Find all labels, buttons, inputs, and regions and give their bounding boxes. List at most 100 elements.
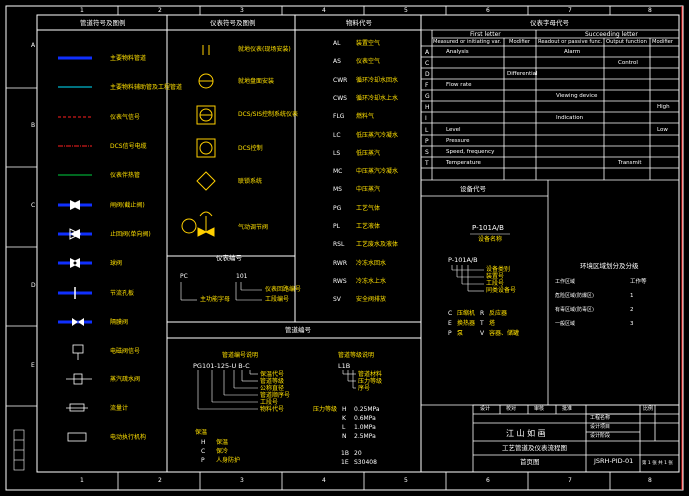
env-zone-1: 危险区域(防爆区) (555, 293, 594, 299)
equip-val-V: 容器、储罐 (489, 330, 520, 337)
material-code-3: CWS (333, 94, 347, 102)
instrument-dcs-label: DCS控制 (238, 145, 263, 152)
material-code-4: FLG (333, 113, 345, 121)
press-val-K: 0.6MPa (354, 415, 376, 422)
instrument-tag-title: 仪表编号 (216, 254, 242, 262)
letter-G: G (425, 93, 430, 100)
material-name-4: 燃料气 (356, 113, 375, 121)
letter-D-c2: Differential (507, 71, 538, 77)
legend-label-actuator: 电动执行机构 (110, 434, 147, 441)
press-val-L: 1.0MPa (354, 424, 376, 431)
subheader-modifier-2: Modifier (652, 39, 673, 45)
col-label-5: 5 (404, 7, 408, 14)
col-label-6b: 6 (486, 477, 490, 484)
tb-sheet: 第 1 张 共 1 张 (642, 461, 673, 466)
material-name-9: 工艺气体 (356, 204, 381, 212)
letter-A: A (425, 49, 430, 56)
tb-info-item: 设计项目 (590, 424, 611, 430)
panel-material-code-title: 物料代号 (346, 19, 372, 27)
pipe-desc-3: 管道顺序号 (260, 392, 291, 399)
letter-L-c5: Low (657, 127, 668, 133)
letter-A-c1: Analysis (446, 49, 469, 55)
letter-C-c4: Control (618, 60, 638, 66)
press-key-N: N (342, 433, 347, 440)
row-label-d: D (31, 282, 36, 289)
tb-company: 江 山 如 画 (506, 429, 546, 438)
equip-key-P: P (448, 330, 452, 337)
instrument-dcs-sis-label: DCS/SIS控制系统仪表 (238, 111, 299, 118)
env-zone-3: 一般区域 (555, 321, 576, 327)
material-name-8: 中压蒸汽 (356, 186, 381, 194)
legend-lines (58, 56, 92, 176)
panel-pipe-legend-title: 管道符号及图例 (80, 19, 126, 27)
letter-I-c3: Indication (556, 115, 584, 121)
equip-val-E: 换热器 (457, 320, 476, 327)
material-name-7: 中压蒸汽冷凝水 (356, 168, 399, 176)
col-label-2: 2 (158, 7, 162, 14)
col-label-7b: 7 (568, 477, 572, 484)
subheader-modifier-1: Modifier (509, 39, 530, 45)
letter-T: T (425, 160, 429, 167)
material-name-5: 低压蒸汽冷凝水 (356, 131, 399, 139)
col-label-6: 6 (486, 7, 490, 14)
col-label-2b: 2 (158, 477, 162, 484)
tb-head-review: 审核 (534, 406, 545, 412)
tb-head-check: 校对 (506, 406, 517, 412)
legend-label-aux-pipe: 主要物料辅助管及工程管道 (110, 84, 183, 91)
tb-drawing-name: 工艺管道及仪表流程图 (502, 444, 567, 452)
pipe-code: PG101-125-U B-C (193, 362, 250, 370)
material-name-3: 循环冷却水上水 (356, 94, 399, 102)
material-name-0: 装置空气 (356, 40, 381, 47)
equip-val-R: 反应器 (489, 310, 508, 317)
pipe-grade-desc-2: 序号 (358, 385, 371, 392)
instrument-control-valve-label: 气动调节阀 (238, 224, 269, 231)
material-code-14: SV (333, 296, 341, 304)
pipe-grade-desc-0: 管道材料 (358, 371, 383, 378)
col-label-1: 1 (80, 7, 84, 14)
ins-key-H: H (201, 439, 206, 446)
pipe-grade-code: L1B (338, 362, 351, 370)
legend-label-gate-valve: 闸阀(截止阀) (110, 202, 145, 209)
equipment-tag-top-sub: 设备名称 (478, 236, 503, 243)
col-label-3: 3 (240, 7, 244, 14)
instrument-tag-number: 101 (236, 273, 248, 280)
equipment-desc-3: 同类设备号 (486, 287, 517, 294)
material-name-11: 工艺废水及液体 (356, 241, 399, 249)
subheader-readout: Readout or passive func. (538, 39, 603, 45)
material-name-2: 循环冷却水回水 (356, 76, 399, 84)
equipment-code-title: 设备代号 (460, 185, 486, 193)
letter-F-c1: Flow rate (446, 82, 472, 88)
letter-A-c3: Alarm (564, 49, 581, 55)
legend-label-ball-valve: 球阀 (110, 260, 123, 267)
equip-val-C: 压缩机 (457, 310, 476, 317)
letter-P: P (425, 138, 429, 145)
pressure-grade-title: 压力等级 (313, 406, 338, 413)
col-label-8b: 8 (648, 477, 652, 484)
tb-info-project: 工程名称 (590, 415, 611, 421)
col-label-5b: 5 (404, 477, 408, 484)
equipment-tag-top: P-101A/B (472, 224, 504, 232)
mat-key-1E: 1E (341, 459, 349, 466)
col-label-8: 8 (648, 7, 652, 14)
press-key-H: H (342, 406, 347, 413)
equip-key-V: V (480, 330, 485, 337)
material-name-6: 低压蒸汽 (356, 149, 381, 157)
ins-val-H: 保温 (216, 439, 229, 446)
env-level-2: 2 (630, 307, 634, 313)
first-letter-header: First letter (470, 31, 501, 38)
equip-key-R: R (480, 310, 485, 317)
ins-key-P: P (201, 457, 205, 464)
legend-label-diaphragm-valve: 隔膜阀 (110, 319, 129, 326)
tb-ratio: 比例 (643, 406, 654, 412)
pipe-number-title: 管道编号 (285, 326, 311, 334)
env-level-3: 3 (630, 321, 634, 327)
press-val-N: 2.5MPa (354, 433, 376, 440)
legend-label-check-valve: 止回阀(单向阀) (110, 231, 151, 238)
env-zone-title: 环境区域划分及分级 (580, 262, 639, 270)
tb-drawing-no: JSRH-PID-01 (594, 457, 634, 465)
tb-head-design: 设计 (480, 406, 491, 412)
material-code-7: MC (333, 168, 343, 176)
press-val-H: 0.25MPa (354, 406, 380, 413)
col-label-4b: 4 (322, 477, 326, 484)
env-level-1: 1 (630, 293, 634, 299)
